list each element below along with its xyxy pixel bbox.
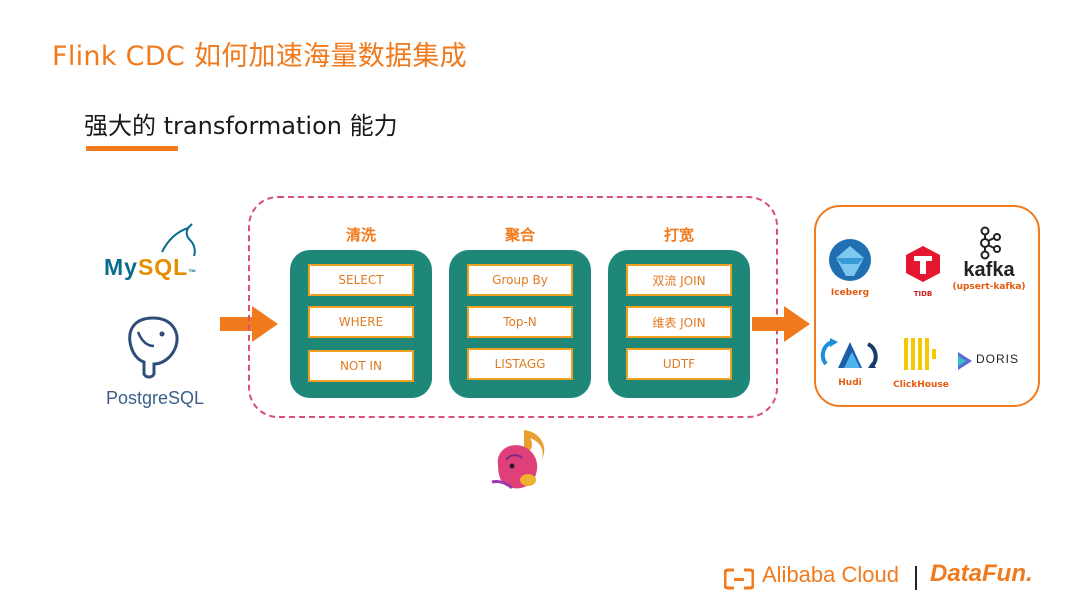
iceberg-icon: [829, 239, 871, 281]
hudi-icon: [820, 338, 878, 368]
transformation-panel: [248, 196, 778, 418]
group-label-clean: 清洗: [345, 226, 376, 244]
slide-subtitle: 强大的 transformation 能力: [84, 112, 398, 140]
subtitle-underline: [86, 146, 178, 151]
op-top-n: Top-N: [467, 306, 573, 338]
op-where: WHERE: [308, 306, 414, 338]
flink-squirrel-icon: [491, 430, 545, 490]
kafka-note: (upsert-kafka): [952, 282, 1026, 292]
hudi-label: Hudi: [838, 378, 862, 388]
mysql-name-accent: SQL: [137, 254, 189, 280]
group-aggregate: Group By Top-N LISTAGG: [449, 250, 591, 398]
kafka-icon: [980, 226, 1001, 260]
iceberg-label: Iceberg: [830, 288, 870, 298]
tidb-label: TIDB: [913, 290, 933, 298]
targets-panel: [814, 205, 1040, 407]
tidb-icon: [906, 246, 940, 282]
group-clean: SELECT WHERE NOT IN: [290, 250, 432, 398]
op-stream-join: 双流 JOIN: [626, 264, 732, 296]
kafka-logo: kafka (upsert-kafka): [952, 226, 1026, 292]
slide-title: Flink CDC 如何加速海量数据集成: [52, 41, 467, 72]
alibaba-cloud-label: Alibaba Cloud: [762, 562, 899, 587]
kafka-name: kafka: [963, 259, 1015, 281]
op-not-in: NOT IN: [308, 350, 414, 382]
doris-label: DORIS: [976, 352, 1020, 366]
elephant-icon: [128, 316, 179, 379]
iceberg-logo: Iceberg: [822, 238, 878, 298]
doris-icon: [958, 352, 972, 370]
op-listagg: LISTAGG: [467, 348, 573, 380]
group-label-widen: 打宽: [663, 226, 694, 244]
alibaba-cloud-icon: [724, 568, 754, 590]
group-widen: 双流 JOIN 维表 JOIN UDTF: [608, 250, 750, 398]
mysql-name-main: My: [104, 254, 138, 280]
tidb-logo: TIDB: [896, 244, 950, 298]
clickhouse-icon: [904, 338, 936, 370]
hudi-logo: Hudi: [818, 334, 882, 388]
arrow-right-icon: [752, 306, 810, 342]
arrow-right-icon: [220, 306, 278, 342]
postgresql-name: PostgreSQL: [106, 388, 205, 408]
datafun-label: DataFun.: [930, 560, 1033, 587]
op-udtf: UDTF: [626, 348, 732, 380]
footer-divider: [915, 566, 917, 590]
dolphin-icon: [161, 223, 196, 257]
op-group-by: Group By: [467, 264, 573, 296]
op-dim-join: 维表 JOIN: [626, 306, 732, 338]
clickhouse-label: ClickHouse: [893, 380, 949, 390]
group-label-aggregate: 聚合: [504, 226, 535, 244]
clickhouse-logo: ClickHouse: [888, 336, 954, 390]
mysql-trademark: ™: [188, 268, 198, 277]
op-select: SELECT: [308, 264, 414, 296]
